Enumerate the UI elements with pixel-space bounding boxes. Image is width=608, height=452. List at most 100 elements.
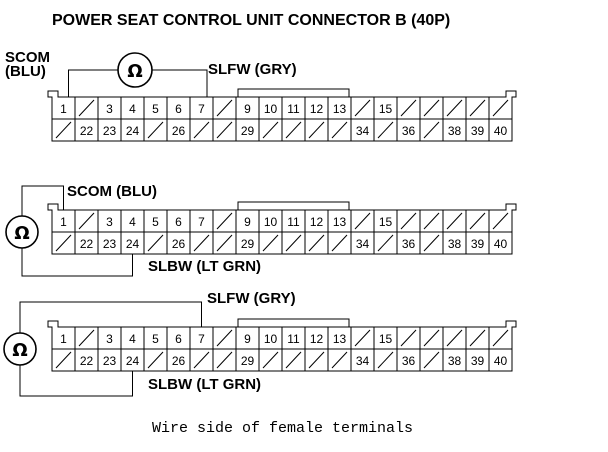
empty-pin-slash <box>331 234 348 252</box>
empty-pin-slash <box>55 234 72 252</box>
empty-pin-slash <box>78 212 95 230</box>
empty-pin-slash <box>78 99 95 117</box>
pin-label: 38 <box>448 354 462 368</box>
ohm-symbol: Ω <box>14 223 29 244</box>
pin-label: 5 <box>152 332 159 346</box>
empty-pin-slash <box>216 329 233 347</box>
empty-pin-slash <box>423 212 440 230</box>
empty-pin-slash <box>285 351 302 369</box>
empty-pin-slash <box>446 99 463 117</box>
slfw-gry-label-1: SLFW (GRY) <box>208 61 297 78</box>
pin-label: 3 <box>106 102 113 116</box>
empty-pin-slash <box>193 121 210 139</box>
empty-pin-slash <box>423 121 440 139</box>
pin-label: 15 <box>379 332 393 346</box>
pin-label: 26 <box>172 124 186 138</box>
pin-label: 13 <box>333 332 347 346</box>
pin-label: 23 <box>103 237 117 251</box>
caption: Wire side of female terminals <box>152 420 413 437</box>
empty-pin-slash <box>308 121 325 139</box>
pin-label: 9 <box>244 102 251 116</box>
empty-pin-slash <box>400 212 417 230</box>
empty-pin-slash <box>446 212 463 230</box>
pin-label: 3 <box>106 332 113 346</box>
empty-pin-slash <box>285 234 302 252</box>
pin-label: 13 <box>333 215 347 229</box>
slfw-gry-label-3: SLFW (GRY) <box>207 290 296 307</box>
connector-latch-2 <box>237 201 350 210</box>
wire-meter-to-pin24b <box>19 365 133 397</box>
pin-label: 24 <box>126 237 140 251</box>
pin-label: 29 <box>241 124 255 138</box>
empty-pin-slash <box>423 234 440 252</box>
pin-label: 29 <box>241 354 255 368</box>
connector-latch-3 <box>237 318 350 327</box>
pin-label: 23 <box>103 124 117 138</box>
empty-pin-slash <box>492 329 509 347</box>
empty-pin-slash <box>469 329 486 347</box>
empty-pin-slash <box>377 351 394 369</box>
pin-label: 10 <box>264 332 278 346</box>
diagram-title: POWER SEAT CONTROL UNIT CONNECTOR B (40P… <box>52 12 450 29</box>
pin-label: 26 <box>172 237 186 251</box>
empty-pin-slash <box>216 99 233 117</box>
empty-pin-slash <box>216 212 233 230</box>
empty-pin-slash <box>377 234 394 252</box>
scom-label-line-1: SCOM <box>5 49 50 66</box>
pin-label: 12 <box>310 332 324 346</box>
empty-pin-slash <box>285 121 302 139</box>
empty-pin-slash <box>492 99 509 117</box>
pin-label: 34 <box>356 354 370 368</box>
pin-label: 34 <box>356 124 370 138</box>
slbw-lt-grn-label-2: SLBW (LT GRN) <box>148 258 261 275</box>
pin-label: 1 <box>60 332 67 346</box>
pin-label: 1 <box>60 102 67 116</box>
pin-label: 36 <box>402 354 416 368</box>
empty-pin-slash <box>354 99 371 117</box>
pin-label: 22 <box>80 354 94 368</box>
empty-pin-slash <box>216 351 233 369</box>
pin-label: 11 <box>287 102 300 116</box>
empty-pin-slash <box>469 212 486 230</box>
empty-pin-slash <box>400 329 417 347</box>
empty-pin-slash <box>147 121 164 139</box>
wire-meter-to-pin1 <box>21 185 64 216</box>
pin-label: 1 <box>60 215 67 229</box>
empty-pin-slash <box>262 121 279 139</box>
empty-pin-slash <box>193 351 210 369</box>
meters: ΩΩΩ <box>3 52 153 366</box>
pin-label: 4 <box>129 102 136 116</box>
empty-pin-slash <box>354 329 371 347</box>
pin-label: 9 <box>244 215 251 229</box>
wire-meter-to-pin7 <box>152 69 208 97</box>
empty-pin-slash <box>55 351 72 369</box>
pin-label: 7 <box>198 215 205 229</box>
pin-label: 10 <box>264 102 278 116</box>
pin-label: 39 <box>471 237 485 251</box>
empty-pin-slash <box>492 212 509 230</box>
pin-label: 9 <box>244 332 251 346</box>
pin-label: 40 <box>494 237 508 251</box>
empty-pin-slash <box>308 234 325 252</box>
pin-label: 39 <box>471 354 485 368</box>
pin-label: 22 <box>80 124 94 138</box>
pin-label: 12 <box>310 102 324 116</box>
pin-label: 22 <box>80 237 94 251</box>
pin-label: 38 <box>448 237 462 251</box>
empty-pin-slash <box>262 351 279 369</box>
pin-label: 12 <box>310 215 324 229</box>
pin-label: 3 <box>106 215 113 229</box>
pin-label: 39 <box>471 124 485 138</box>
empty-pin-slash <box>423 329 440 347</box>
empty-pin-slash <box>147 234 164 252</box>
pin-label: 26 <box>172 354 186 368</box>
empty-pin-slash <box>469 99 486 117</box>
wire-meter-to-pin7 <box>19 301 202 333</box>
empty-pin-slash <box>78 329 95 347</box>
wire-pin1-to-meter <box>68 69 118 97</box>
pin-label: 4 <box>129 332 136 346</box>
scom-blu-label-2: SCOM (BLU) <box>67 183 157 200</box>
ohm-symbol: Ω <box>127 61 142 82</box>
wire-meter-to-pin24 <box>21 248 133 277</box>
